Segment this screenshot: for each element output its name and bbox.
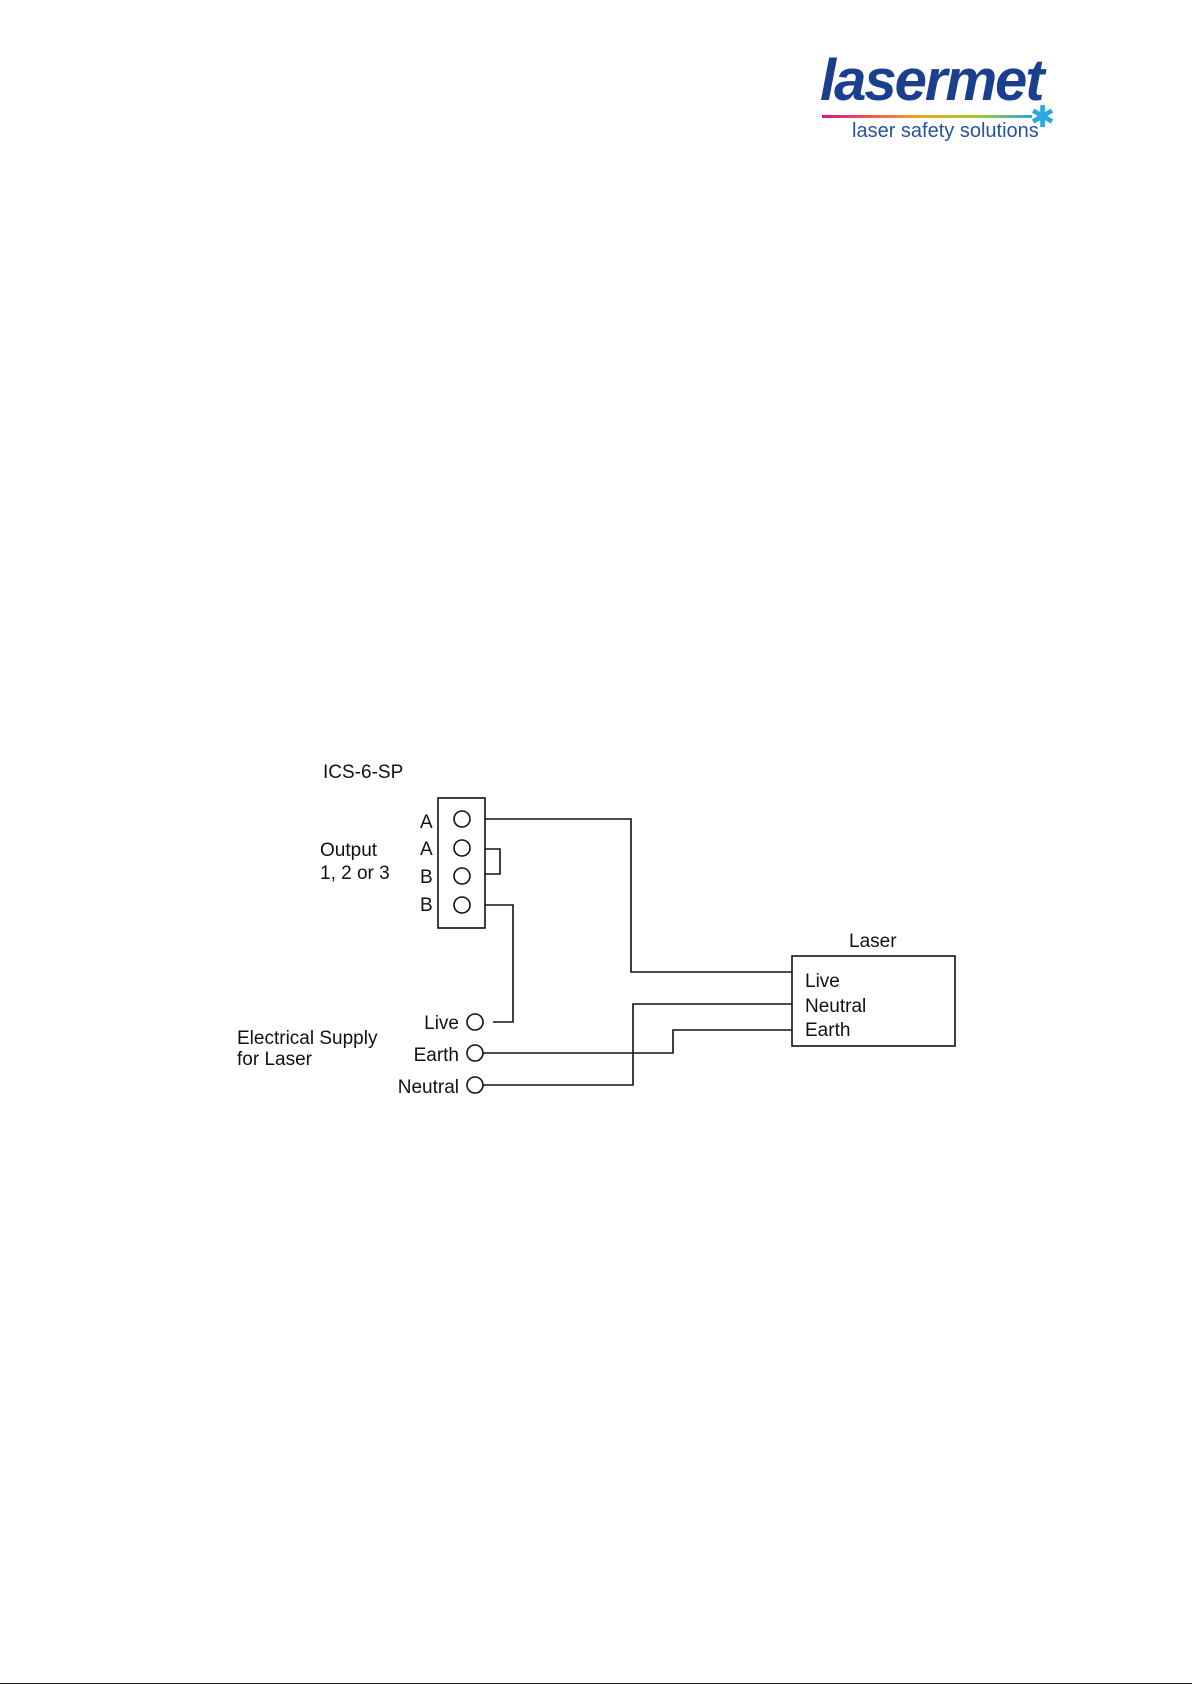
supply-terminal-live-label: Live [424, 1013, 459, 1034]
supply-terminal-earth [467, 1045, 483, 1061]
connector-pin-2 [454, 840, 470, 856]
jumper-link [485, 849, 500, 874]
supply-terminal-live [467, 1014, 483, 1030]
laser-terminal-live: Live [805, 971, 840, 992]
footer-rule [0, 1683, 1192, 1684]
wire-pin-b-to-supply-live [485, 905, 513, 1022]
pin-label-1: A [420, 812, 433, 833]
laser-terminal-earth: Earth [805, 1020, 850, 1041]
supply-terminal-neutral [467, 1077, 483, 1093]
output-label-line1: Output [320, 840, 378, 861]
pin-label-3: B [420, 867, 433, 888]
supply-label-line2: for Laser [237, 1049, 313, 1070]
connector-pin-3 [454, 868, 470, 884]
wire-supply-neutral-to-laser-neutral [483, 1004, 792, 1085]
controller-connector-block [438, 798, 485, 928]
output-label-line2: 1, 2 or 3 [320, 863, 390, 884]
connector-pin-4 [454, 897, 470, 913]
pin-label-2: A [420, 839, 433, 860]
wire-supply-earth-to-laser-earth [483, 1030, 792, 1053]
controller-title: ICS-6-SP [323, 762, 403, 783]
supply-terminal-neutral-label: Neutral [398, 1077, 459, 1098]
laser-terminal-neutral: Neutral [805, 996, 866, 1017]
supply-label-line1: Electrical Supply [237, 1028, 378, 1049]
pin-label-4: B [420, 895, 433, 916]
supply-terminal-earth-label: Earth [414, 1045, 459, 1066]
wire-pin-a-to-laser-live [485, 819, 792, 972]
laser-title: Laser [849, 931, 897, 952]
connector-pin-1 [454, 811, 470, 827]
